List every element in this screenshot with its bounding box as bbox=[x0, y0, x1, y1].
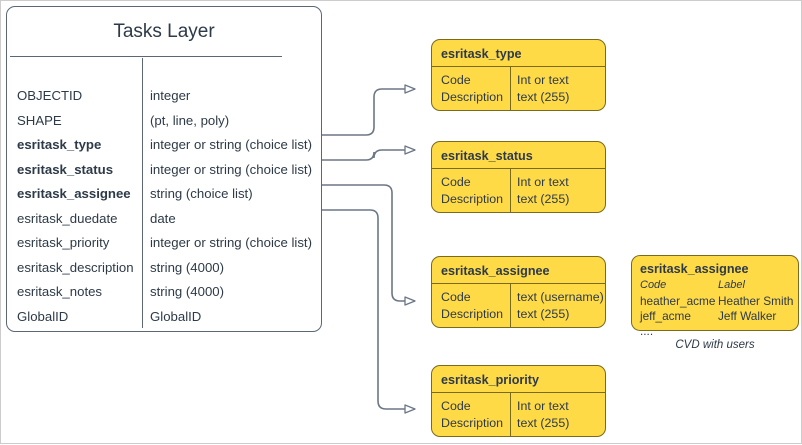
domain-title: esritask_status bbox=[441, 149, 533, 163]
cvd-label: Jeff Walker bbox=[718, 309, 777, 323]
field-name: esritask_type bbox=[17, 137, 102, 152]
entity-column-divider bbox=[142, 58, 143, 328]
table-row: esritask_priority integer or string (cho… bbox=[7, 235, 321, 260]
field-type: GlobalID bbox=[150, 308, 202, 324]
entity-title: Tasks Layer bbox=[113, 21, 215, 42]
domain-header-rule bbox=[432, 392, 605, 393]
field-name: SHAPE bbox=[17, 112, 62, 128]
table-row: esritask_assignee string (choice list) bbox=[7, 186, 321, 211]
field-type: string (choice list) bbox=[150, 186, 253, 201]
cvd-code: jeff_acme bbox=[640, 309, 691, 323]
field-type: (pt, line, poly) bbox=[150, 112, 230, 128]
cvd-sample-box: esritask_assignee Code Label heather_acm… bbox=[631, 255, 799, 338]
field-type: string (4000) bbox=[150, 284, 225, 299]
field-name: GlobalID bbox=[17, 308, 69, 324]
cvd-code: .... bbox=[640, 324, 654, 338]
domain-header-rule bbox=[432, 283, 605, 284]
field-type: integer or string (choice list) bbox=[150, 235, 312, 250]
table-row: esritask_notes string (4000) bbox=[7, 284, 321, 309]
field-name: esritask_status bbox=[17, 161, 114, 177]
connector-status bbox=[322, 145, 416, 161]
field-name: OBJECTID bbox=[17, 88, 83, 103]
domain-header-rule bbox=[432, 168, 605, 169]
domain-column-divider bbox=[510, 168, 511, 212]
table-row: OBJECTID integer bbox=[7, 88, 321, 113]
field-name: esritask_priority bbox=[17, 235, 110, 250]
list-item: .... bbox=[640, 324, 792, 339]
domain-right-column: text (username)text (255) bbox=[517, 290, 604, 321]
cvd-header-code: Code bbox=[640, 279, 667, 291]
cvd-caption: CVD with users bbox=[675, 339, 755, 351]
field-name: esritask_notes bbox=[17, 284, 103, 299]
domain-title: esritask_priority bbox=[441, 373, 540, 387]
domain-title: esritask_assignee bbox=[441, 264, 550, 278]
cvd-label: Heather Smith bbox=[718, 294, 794, 308]
field-type: integer bbox=[150, 88, 191, 103]
table-row: GlobalID GlobalID bbox=[7, 309, 321, 334]
entity-tasks-layer: Tasks Layer OBJECTID integer SHAPE (pt, … bbox=[6, 6, 322, 332]
table-row: esritask_type integer or string (choice … bbox=[7, 137, 321, 162]
table-row: esritask_duedate date bbox=[7, 211, 321, 236]
cvd-header-row: Code Label bbox=[640, 279, 792, 294]
cvd-title: esritask_assignee bbox=[640, 262, 749, 276]
cvd-code: heather_acme bbox=[640, 294, 716, 308]
field-type: string (4000) bbox=[150, 259, 225, 275]
field-name: esritask_assignee bbox=[17, 186, 131, 201]
domain-column-divider bbox=[510, 392, 511, 436]
field-type: date bbox=[150, 210, 176, 226]
domain-title: esritask_type bbox=[441, 47, 522, 61]
cvd-header-label: Label bbox=[718, 279, 745, 291]
domain-header-rule bbox=[432, 66, 605, 67]
connector-priority bbox=[322, 209, 416, 414]
domain-column-divider bbox=[510, 283, 511, 327]
cvd-value-list: Code Label heather_acme Heather Smith je… bbox=[640, 279, 794, 339]
field-type: integer or string (choice list) bbox=[150, 161, 312, 177]
domain-column-divider bbox=[510, 66, 511, 110]
field-name: esritask_description bbox=[17, 259, 134, 275]
field-name: esritask_duedate bbox=[17, 210, 118, 226]
connector-assignee bbox=[322, 184, 416, 306]
table-row: esritask_status integer or string (choic… bbox=[7, 162, 321, 187]
table-row: esritask_description string (4000) bbox=[7, 260, 321, 285]
field-type: integer or string (choice list) bbox=[150, 137, 312, 152]
table-row: SHAPE (pt, line, poly) bbox=[7, 113, 321, 138]
connector-type bbox=[322, 84, 416, 136]
entity-field-list: OBJECTID integer SHAPE (pt, line, poly) … bbox=[7, 58, 321, 331]
entity-title-rule bbox=[10, 56, 282, 57]
list-item: heather_acme Heather Smith bbox=[640, 294, 794, 309]
list-item: jeff_acme Jeff Walker bbox=[640, 309, 792, 324]
